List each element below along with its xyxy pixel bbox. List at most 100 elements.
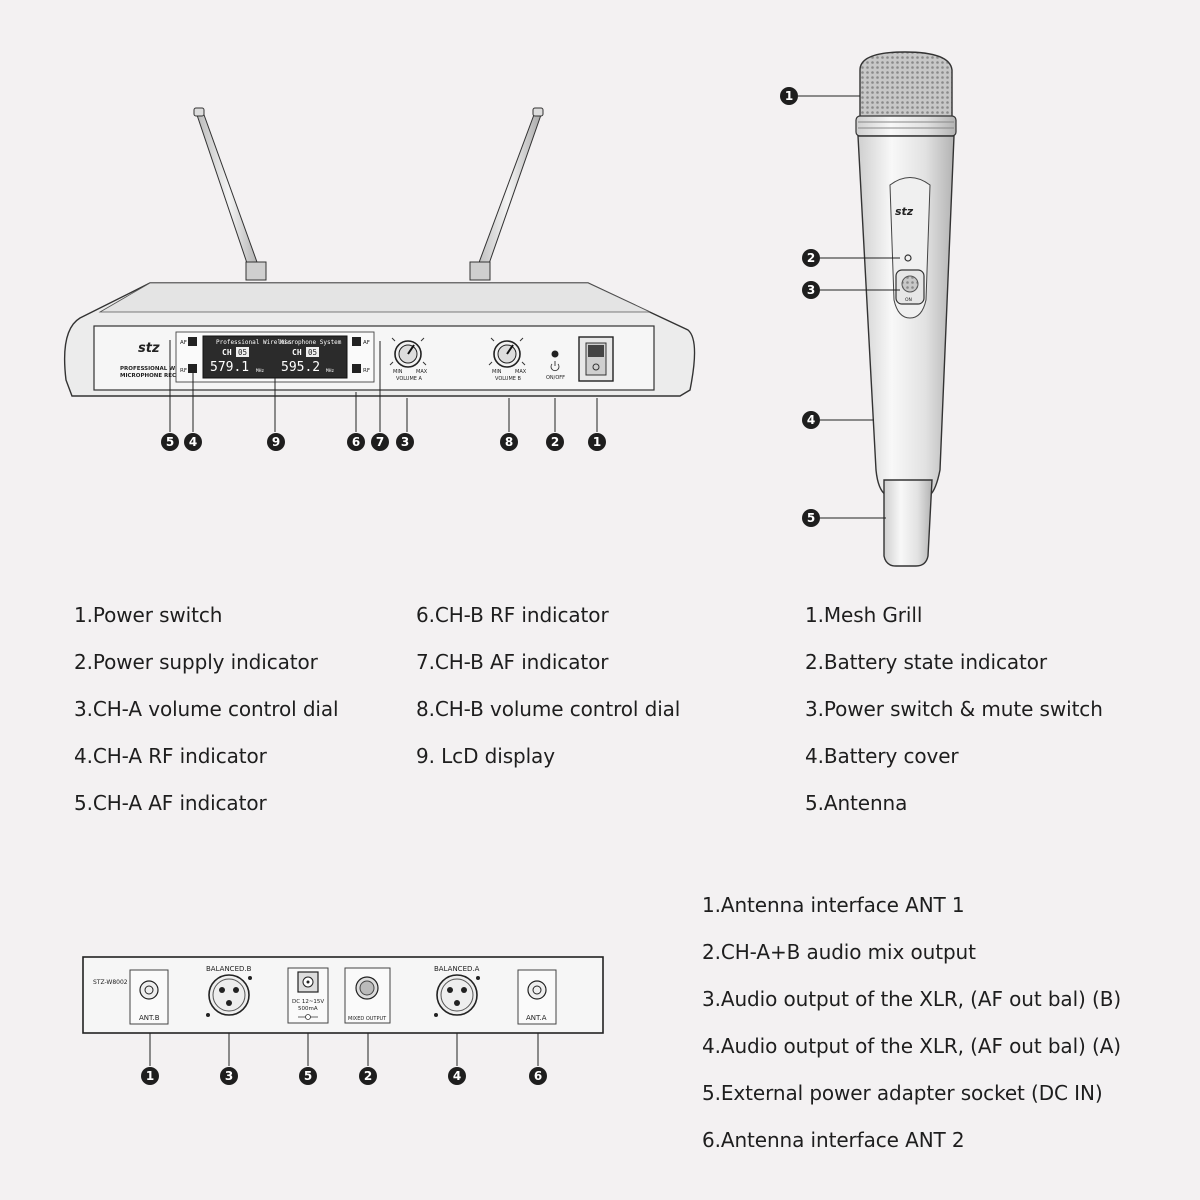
receiver-front: stz PROFESSIONAL WIRELESS MICROPHONE REC…	[63, 107, 696, 451]
callout-rear-5: 5	[299, 1067, 317, 1085]
lcd-freq-unit-a: MHz	[256, 368, 264, 374]
svg-text:6: 6	[534, 1069, 542, 1083]
svg-text:2: 2	[364, 1069, 372, 1083]
svg-text:5: 5	[166, 435, 174, 449]
lcd-ch-label-b: CH	[292, 348, 302, 357]
callout-mic-4: 4	[802, 411, 820, 429]
legend-item: 9. LcD display	[416, 744, 555, 768]
callout-rear-4: 4	[448, 1067, 466, 1085]
lcd-header-right: Microphone System	[280, 339, 342, 346]
legend-receiver-a: 1.Power switch 2.Power supply indicator …	[74, 603, 339, 838]
xlr-a-connector[interactable]	[436, 974, 478, 1016]
legend-item: 5.CH-A AF indicator	[74, 791, 267, 815]
balanced-b-label: BALANCED.B	[206, 965, 252, 973]
volume-a-max: MAX	[416, 369, 428, 375]
microphone: stz ON 1 2 3 4 5	[780, 51, 957, 567]
callout-mic-5: 5	[802, 509, 820, 527]
callout-rear-2: 2	[359, 1067, 377, 1085]
callout-receiver-3: 3	[396, 433, 414, 451]
rf-indicator-a	[188, 364, 197, 373]
lcd-ch-number-b: 05	[308, 348, 317, 357]
svg-text:1: 1	[146, 1069, 154, 1083]
svg-text:6: 6	[352, 435, 360, 449]
legend-item: 3.Audio output of the XLR, (AF out bal) …	[702, 987, 1122, 1011]
svg-text:7: 7	[376, 435, 384, 449]
svg-text:2: 2	[551, 435, 559, 449]
svg-text:4: 4	[453, 1069, 461, 1083]
dc-polarity-icon	[298, 1014, 318, 1020]
af-indicator-b	[352, 337, 361, 346]
legend-item: 3.Power switch & mute switch	[805, 697, 1103, 721]
callout-receiver-7: 7	[371, 433, 389, 451]
callout-receiver-4: 4	[184, 433, 202, 451]
volume-a-dial[interactable]	[389, 337, 427, 368]
af-label-a: AF	[180, 340, 187, 346]
onoff-label: ON/OFF	[546, 375, 565, 381]
lcd-ch-number-a: 05	[238, 348, 247, 357]
rf-indicator-b	[352, 364, 361, 373]
legend-item: 1.Power switch	[74, 603, 223, 627]
rear-panel: STZ-W8002 ANT.B BALANCED.B DC 12~15V 500…	[82, 956, 604, 1085]
mesh-grill	[859, 51, 953, 119]
svg-text:3: 3	[807, 283, 815, 297]
callout-receiver-8: 8	[500, 433, 518, 451]
legend-item: 4.Battery cover	[805, 744, 959, 768]
receiver-model-text-2: MICROPHONE RECEIVER	[120, 373, 195, 379]
af-label-b: AF	[363, 340, 370, 346]
legend-item: 5.Antenna	[805, 791, 908, 815]
xlr-b-connector[interactable]	[208, 974, 250, 1016]
mic-power-switch[interactable]: ON	[895, 269, 925, 305]
lcd-freq-b: 595.2	[281, 360, 320, 375]
mic-switch-label: ON	[905, 297, 912, 303]
svg-text:9: 9	[272, 435, 280, 449]
receiver-brand: stz	[138, 341, 160, 356]
lcd-freq-a: 579.1	[210, 360, 249, 375]
svg-text:4: 4	[189, 435, 197, 449]
volume-a-min: MIN	[393, 369, 403, 375]
callout-rear-1: 1	[141, 1067, 159, 1085]
legend-item: 5.External power adapter socket (DC IN)	[702, 1081, 1103, 1105]
callout-receiver-6: 6	[347, 433, 365, 451]
receiver-model-text-1: PROFESSIONAL WIRELESS	[120, 366, 200, 372]
mixed-output-jack[interactable]	[355, 976, 379, 1000]
callout-mic-3: 3	[802, 281, 820, 299]
callout-mic-2: 2	[802, 249, 820, 267]
svg-text:3: 3	[225, 1069, 233, 1083]
legend-item: 1.Mesh Grill	[805, 603, 923, 627]
svg-text:5: 5	[304, 1069, 312, 1083]
rear-model: STZ-W8002	[93, 979, 128, 986]
volume-b-dial[interactable]	[488, 337, 526, 368]
legend-item: 2.CH-A+B audio mix output	[702, 940, 976, 964]
svg-text:5: 5	[807, 511, 815, 525]
callout-receiver-5: 5	[161, 433, 179, 451]
mic-leader-lines	[798, 95, 900, 519]
rear-leader-lines	[149, 1033, 539, 1066]
power-icon	[550, 361, 560, 372]
dc-in-socket[interactable]	[297, 971, 319, 993]
svg-text:1: 1	[785, 89, 793, 103]
balanced-a-label: BALANCED.A	[434, 965, 480, 973]
volume-b-min: MIN	[492, 369, 502, 375]
power-switch[interactable]	[578, 336, 614, 382]
legend-item: 8.CH-B volume control dial	[416, 697, 681, 721]
ant-a-connector[interactable]	[527, 980, 547, 1000]
receiver-leader-lines	[169, 340, 598, 432]
legend-item: 2.Battery state indicator	[805, 650, 1048, 674]
svg-text:8: 8	[505, 435, 513, 449]
antenna-left	[193, 107, 267, 281]
legend-item: 3.CH-A volume control dial	[74, 697, 339, 721]
volume-a-label: VOLUME A	[396, 376, 423, 382]
svg-text:1: 1	[593, 435, 601, 449]
callout-rear-3: 3	[220, 1067, 238, 1085]
ant-b-connector[interactable]	[139, 980, 159, 1000]
legend-item: 2.Power supply indicator	[74, 650, 318, 674]
callout-rear-6: 6	[529, 1067, 547, 1085]
volume-b-label: VOLUME B	[495, 376, 522, 382]
lcd-ch-label-a: CH	[222, 348, 232, 357]
svg-text:4: 4	[807, 413, 815, 427]
dc-label-2: 500mA	[298, 1006, 318, 1012]
legend-item: 7.CH-B AF indicator	[416, 650, 609, 674]
rf-label-a: RF	[180, 368, 187, 374]
callout-receiver-9: 9	[267, 433, 285, 451]
ant-a-label: ANT.A	[526, 1014, 547, 1022]
